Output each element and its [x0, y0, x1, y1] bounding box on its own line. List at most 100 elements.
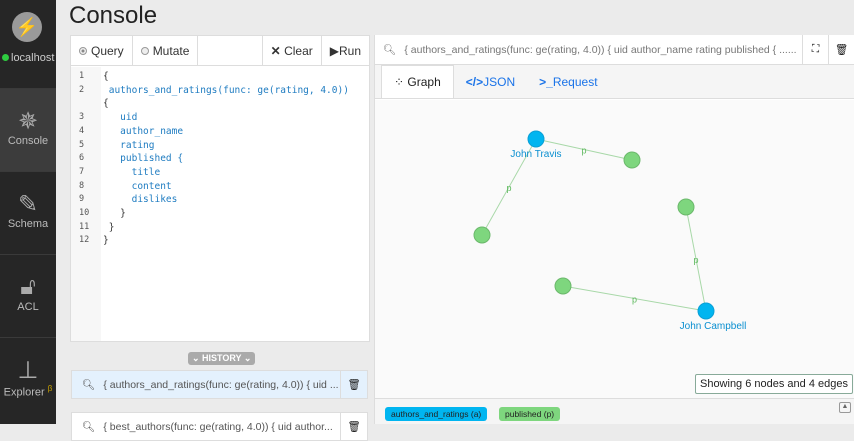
line-gutter	[71, 67, 101, 341]
nav-label: Schema	[7, 218, 49, 230]
radio-icon	[79, 46, 87, 55]
legend-authors[interactable]: authors_and_ratings (a)	[385, 407, 488, 421]
mutate-label: Mutate	[152, 43, 190, 58]
fullscreen-icon[interactable]: ⛶	[802, 34, 828, 65]
trash-icon[interactable]: 🗑︎	[340, 413, 367, 440]
nav-label: Console	[7, 135, 49, 147]
node-label: John Travis	[510, 149, 561, 160]
tab-json[interactable]: </>JSON	[454, 66, 527, 98]
page-title: Console	[69, 2, 158, 29]
line-number: 9	[79, 194, 85, 205]
edge-label: p	[506, 183, 511, 193]
sitemap-icon: ⊥	[17, 357, 39, 384]
history-item[interactable]: 🔍︎ { best_authors(func: ge(rating, 4.0)) …	[71, 412, 368, 441]
dgraph-logo-icon: ⚡	[12, 12, 42, 42]
edge-label: p	[693, 255, 698, 265]
search-icon: 🔍︎	[82, 421, 96, 433]
query-radio[interactable]: Query	[71, 36, 133, 65]
graph-edge[interactable]	[685, 206, 707, 312]
graph-edge[interactable]	[562, 285, 707, 312]
history-label: HISTORY	[202, 353, 242, 363]
server-status[interactable]: localhost	[2, 52, 54, 64]
unlock-icon: 🔓︎	[20, 273, 36, 300]
code-line: }	[103, 235, 109, 247]
code-icon: </>	[465, 75, 484, 89]
sidebar-item-schema[interactable]: ✎Schema	[0, 171, 56, 254]
sidebar: ⚡ localhost ✵Console ✎Schema 🔓︎ACL ⊥ Expl…	[0, 0, 56, 424]
legend-published[interactable]: published (p)	[499, 407, 561, 421]
line-number: 3	[79, 112, 85, 123]
trash-icon[interactable]: 🗑︎	[828, 34, 854, 65]
line-number: 5	[79, 139, 85, 150]
graph-status: Showing 6 nodes and 4 edges	[694, 374, 853, 394]
code-editor[interactable]: 1{2 authors_and_ratings(func: ge(rating,…	[71, 67, 369, 341]
code-line: authors_and_ratings(func: ge(rating, 4.0…	[103, 84, 349, 96]
history-query: { authors_and_ratings(func: ge(rating, 4…	[103, 378, 339, 391]
radio-icon	[140, 46, 149, 55]
graph-node[interactable]	[697, 302, 715, 320]
code-line: rating	[103, 139, 155, 151]
query-label: Query	[91, 43, 124, 58]
graph-node[interactable]	[473, 226, 491, 244]
history-toggle[interactable]: ⌄ HISTORY ⌄	[188, 352, 256, 365]
search-icon: 🔍︎	[82, 379, 96, 391]
code-line: }	[103, 208, 126, 219]
result-tabs: ⁘ Graph </>JSON >_Request	[375, 65, 854, 99]
clear-label: Clear	[284, 43, 313, 58]
graph-node[interactable]	[623, 151, 641, 169]
graph-node[interactable]	[554, 277, 572, 295]
code-line: uid	[103, 112, 138, 124]
line-number: 1	[79, 71, 85, 81]
tab-request[interactable]: >_Request	[527, 66, 609, 98]
history-query: { best_authors(func: ge(rating, 4.0)) { …	[103, 420, 333, 433]
code-line: {	[103, 71, 109, 82]
graph-legend: authors_and_ratings (a) published (p) ▲	[375, 398, 854, 424]
graph-edge[interactable]	[535, 138, 633, 161]
beta-badge: β	[47, 384, 53, 393]
graph-icon: ⁘	[394, 75, 405, 89]
toolbar-spacer	[198, 36, 263, 65]
graph-edge[interactable]	[481, 138, 537, 236]
search-icon: 🔍︎	[383, 44, 397, 56]
line-number: 11	[79, 221, 90, 232]
ruler-pencil-icon: ✎	[17, 191, 39, 218]
code-line: title	[103, 166, 161, 178]
trash-icon[interactable]: 🗑︎	[340, 371, 367, 398]
graph-node[interactable]	[677, 198, 695, 216]
line-number: 7	[79, 166, 85, 177]
result-query-bar: 🔍︎ { authors_and_ratings(func: ge(rating…	[375, 34, 854, 65]
network-icon: ✵	[17, 108, 39, 135]
host-label: localhost	[11, 52, 55, 64]
line-number: 12	[79, 235, 90, 246]
sidebar-item-console[interactable]: ✵Console	[0, 88, 56, 171]
graph-node[interactable]	[527, 130, 545, 148]
line-number: 10	[79, 208, 90, 218]
connected-dot-icon	[2, 54, 9, 61]
mutate-radio[interactable]: Mutate	[133, 36, 199, 65]
tab-graph[interactable]: ⁘ Graph	[381, 65, 454, 98]
edge-label: p	[581, 146, 586, 156]
code-line: dislikes	[103, 194, 178, 206]
clear-button[interactable]: ✕ Clear	[263, 36, 322, 65]
code-line: content	[103, 180, 172, 192]
nav-label: Explorer	[3, 386, 45, 399]
history-item[interactable]: 🔍︎ { authors_and_ratings(func: ge(rating,…	[71, 370, 368, 399]
play-icon: ▶	[329, 43, 339, 58]
tab-label: Request	[552, 75, 598, 89]
tab-label: Graph	[407, 75, 441, 89]
x-icon: ✕	[270, 43, 281, 58]
line-number: 8	[79, 180, 85, 191]
sidebar-item-acl[interactable]: 🔓︎ACL	[0, 254, 56, 337]
tab-label: JSON	[483, 75, 516, 89]
sidebar-item-explorer[interactable]: ⊥ Explorer β	[0, 337, 56, 420]
code-line: }	[103, 221, 115, 233]
node-label: John Campbell	[680, 321, 747, 332]
editor-toolbar: Query Mutate ✕ Clear ▶Run	[71, 36, 369, 66]
run-button[interactable]: ▶Run	[322, 36, 369, 65]
result-panel: 🔍︎ { authors_and_ratings(func: ge(rating…	[374, 34, 854, 424]
nav-label: ACL	[17, 301, 39, 313]
expand-up-icon[interactable]: ▲	[839, 402, 851, 413]
result-query: { authors_and_ratings(func: ge(rating, 4…	[404, 43, 797, 56]
